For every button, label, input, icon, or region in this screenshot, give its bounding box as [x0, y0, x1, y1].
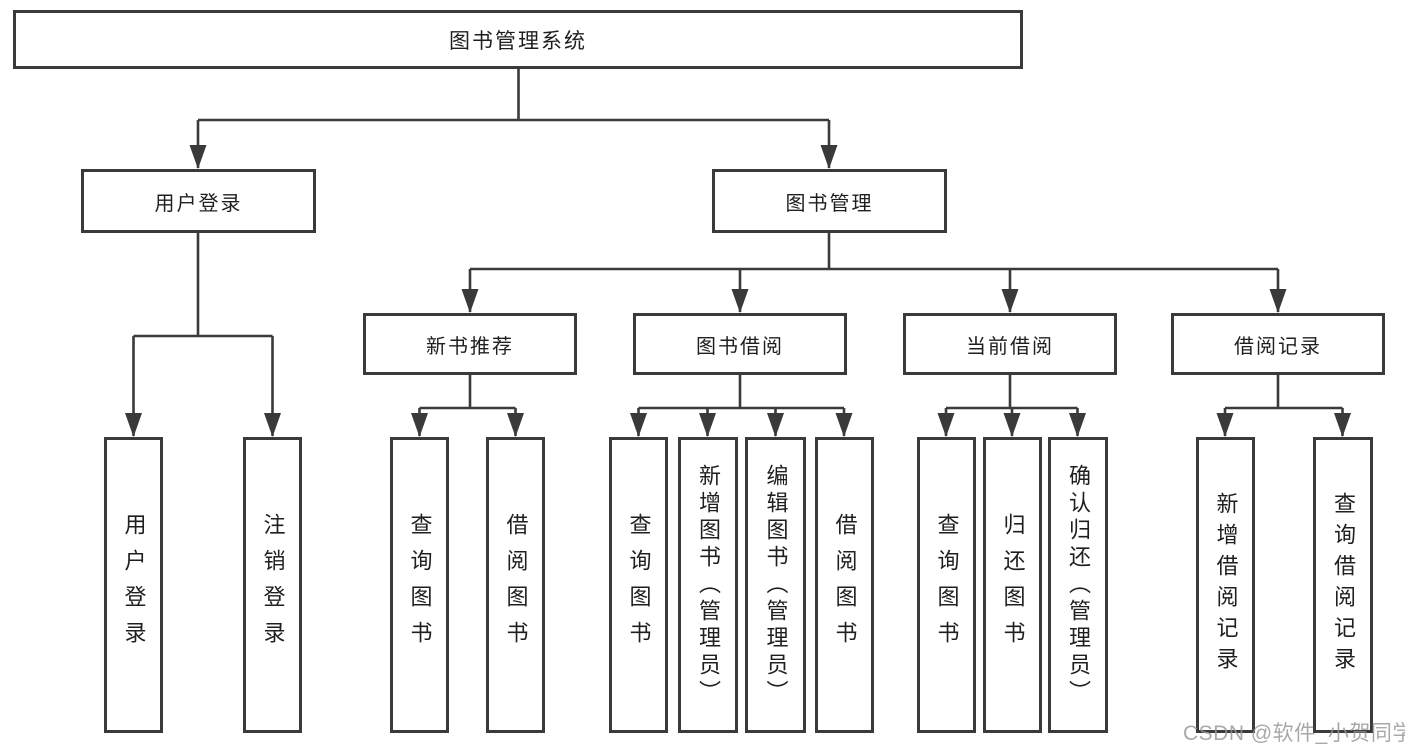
node-label: 新增借阅记录: [1213, 492, 1239, 678]
node-label: 确认归还（管理员）: [1066, 463, 1091, 707]
leaf-borrow-books-recommend: 借阅图书: [486, 437, 545, 733]
leaf-query-borrow-record: 查询借阅记录: [1313, 437, 1373, 733]
node-label: 查询图书: [934, 513, 960, 657]
node-label: 图书管理系统: [449, 29, 587, 53]
node-label: 归还图书: [1000, 513, 1026, 657]
node-user-login: 用户登录: [81, 169, 316, 233]
node-label: 图书管理: [785, 192, 874, 215]
leaf-logout: 注销登录: [243, 437, 302, 733]
leaf-return-books: 归还图书: [983, 437, 1042, 733]
node-book-management: 图书管理: [712, 169, 947, 233]
leaf-query-books-current: 查询图书: [917, 437, 976, 733]
leaf-query-books-recommend: 查询图书: [390, 437, 449, 733]
node-label: 查询图书: [626, 513, 652, 657]
node-label: 新增图书（管理员）: [696, 463, 721, 707]
node-library-management-system: 图书管理系统: [13, 10, 1023, 69]
tree-edges: [132, 69, 1344, 436]
leaf-query-books-borrowing: 查询图书: [609, 437, 668, 733]
leaf-borrow-books-borrowing: 借阅图书: [815, 437, 874, 733]
node-book-borrowing: 图书借阅: [633, 313, 847, 375]
leaf-user-login: 用户登录: [104, 437, 163, 733]
node-label: 借阅图书: [503, 513, 529, 657]
leaf-add-borrow-record: 新增借阅记录: [1196, 437, 1255, 733]
leaf-confirm-return-admin: 确认归还（管理员）: [1048, 437, 1108, 733]
node-new-book-recommendation: 新书推荐: [363, 313, 577, 375]
node-label: 查询借阅记录: [1331, 492, 1356, 678]
node-borrowing-records: 借阅记录: [1171, 313, 1385, 375]
node-label: 查询图书: [407, 513, 433, 657]
csdn-watermark: CSDN @软件_小贺同学: [1183, 722, 1405, 745]
node-label: 借阅记录: [1234, 335, 1322, 358]
node-label: 注销登录: [260, 513, 286, 657]
node-label: 当前借阅: [966, 335, 1054, 358]
node-label: 用户登录: [121, 513, 147, 657]
node-label: 借阅图书: [832, 513, 858, 657]
node-current-borrowing: 当前借阅: [903, 313, 1117, 375]
node-label: 图书借阅: [696, 335, 784, 358]
leaf-edit-books-admin: 编辑图书（管理员）: [745, 437, 806, 733]
node-label: 新书推荐: [426, 335, 514, 358]
node-label: 编辑图书（管理员）: [763, 463, 789, 707]
leaf-add-books-admin: 新增图书（管理员）: [678, 437, 738, 733]
node-label: 用户登录: [154, 192, 243, 215]
